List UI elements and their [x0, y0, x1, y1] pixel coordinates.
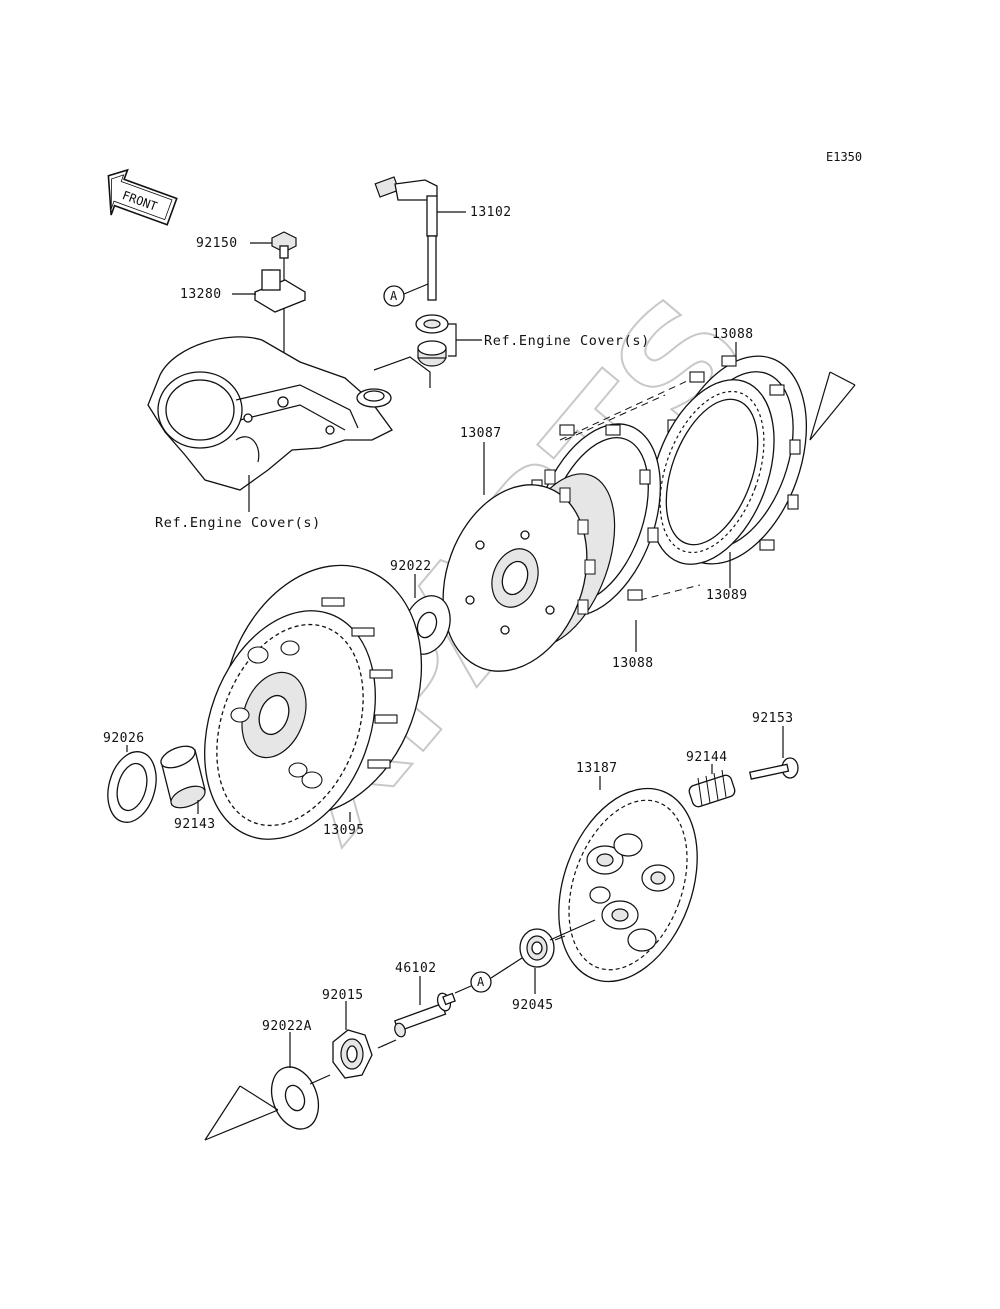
callout-a-top: A [383, 285, 405, 307]
nut-92015[interactable] [332, 1029, 373, 1079]
push-rod-bearing [417, 340, 447, 367]
label-13087[interactable]: 13087 [460, 426, 502, 441]
front-arrow-marker: FRONT [107, 168, 178, 226]
label-13095[interactable]: 13095 [323, 823, 365, 838]
spring-92144[interactable] [688, 769, 737, 808]
label-13088-top[interactable]: 13088 [712, 327, 754, 342]
ref-engine-cover-left: Ref.Engine Cover(s) [155, 515, 321, 531]
diagram-code: E1350 [826, 150, 862, 164]
svg-text:A: A [477, 975, 485, 989]
washer-92022A[interactable] [263, 1060, 326, 1135]
label-13280[interactable]: 13280 [180, 287, 222, 302]
label-13089[interactable]: 13089 [706, 588, 748, 603]
label-92144[interactable]: 92144 [686, 750, 728, 765]
ref-engine-cover-top: Ref.Engine Cover(s) [484, 333, 650, 349]
front-arrow-icon [107, 168, 178, 226]
label-92026[interactable]: 92026 [103, 731, 145, 746]
push-rod-seal [415, 314, 449, 334]
svg-text:A: A [390, 289, 398, 303]
bolt-92150[interactable] [271, 231, 297, 259]
washer-92026[interactable] [100, 746, 163, 827]
clutch-hub-13087[interactable] [418, 459, 636, 691]
label-92150[interactable]: 92150 [196, 236, 238, 251]
engine-cover-left [147, 336, 393, 491]
cover-seal [356, 388, 392, 408]
label-46102[interactable]: 46102 [395, 961, 437, 976]
callout-a-bottom: A [470, 971, 492, 993]
sleeve-92143[interactable] [158, 742, 208, 812]
label-13088-bottom[interactable]: 13088 [612, 656, 654, 671]
label-92143[interactable]: 92143 [174, 817, 216, 832]
pressure-plate-13187[interactable] [534, 769, 723, 1001]
label-92045[interactable]: 92045 [512, 998, 554, 1013]
label-92015[interactable]: 92015 [322, 988, 364, 1003]
push-rod-46102[interactable] [393, 991, 456, 1038]
assembly-axis-bottom [309, 1074, 331, 1085]
label-13187[interactable]: 13187 [576, 761, 618, 776]
bearing-92045[interactable] [519, 928, 555, 968]
assembly-axis-top [559, 374, 701, 441]
label-92022A[interactable]: 92022A [262, 1019, 312, 1034]
label-92022[interactable]: 92022 [390, 559, 432, 574]
clutch-housing-13095[interactable] [174, 537, 455, 863]
label-13102[interactable]: 13102 [470, 205, 512, 220]
bolt-92153[interactable] [749, 757, 799, 780]
label-92153[interactable]: 92153 [752, 711, 794, 726]
push-rod-13102[interactable] [374, 176, 438, 301]
steel-plate-13089[interactable] [627, 363, 798, 582]
bracket-13280[interactable] [254, 269, 306, 313]
